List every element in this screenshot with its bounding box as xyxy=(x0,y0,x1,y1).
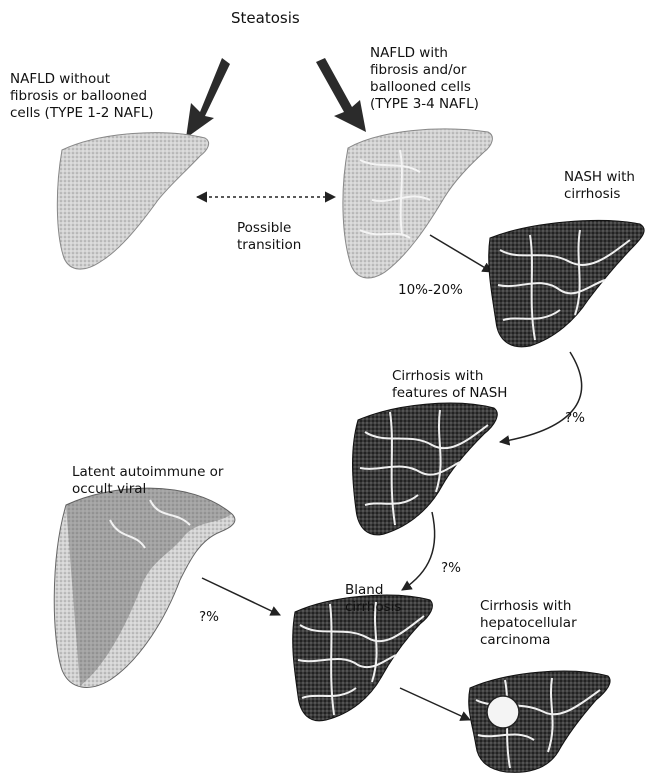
label-nafld-without: NAFLD without fibrosis or ballooned cell… xyxy=(10,71,154,122)
label-possible-transition: Possible transition xyxy=(237,220,301,254)
percent-q3: ?% xyxy=(199,609,219,625)
liver-nafl-type34 xyxy=(343,129,492,278)
percent-10-20: 10%-20% xyxy=(398,282,463,298)
label-nafld-with: NAFLD with fibrosis and/or ballooned cel… xyxy=(370,45,479,113)
percent-q1: ?% xyxy=(565,410,585,426)
big-arrow-left xyxy=(186,58,230,138)
big-arrow-right xyxy=(316,58,366,132)
label-hcc: Cirrhosis with hepatocellular carcinoma xyxy=(480,598,577,649)
tumour-nodule xyxy=(487,696,519,728)
arrow-bland-to-hcc xyxy=(400,688,470,720)
liver-cirrhosis-nash-features xyxy=(353,403,498,535)
label-bland-cirrhosis: Bland cirrhosis xyxy=(345,582,401,616)
percent-q2: ?% xyxy=(441,560,461,576)
arrow-to-nash-cirrhosis xyxy=(430,235,492,272)
arrow-to-cirrhosis-nash-features xyxy=(500,352,582,442)
label-latent: Latent autoimmune or occult viral xyxy=(72,464,224,498)
label-cirrhosis-nash-features: Cirrhosis with features of NASH xyxy=(392,368,507,402)
label-nash-cirrhosis: NASH with cirrhosis xyxy=(564,169,635,203)
liver-nash-cirrhosis xyxy=(489,220,644,346)
liver-hcc xyxy=(469,671,610,772)
liver-latent-autoimmune xyxy=(54,488,235,687)
title-steatosis: Steatosis xyxy=(231,10,300,27)
liver-nafl-type12 xyxy=(57,133,208,269)
